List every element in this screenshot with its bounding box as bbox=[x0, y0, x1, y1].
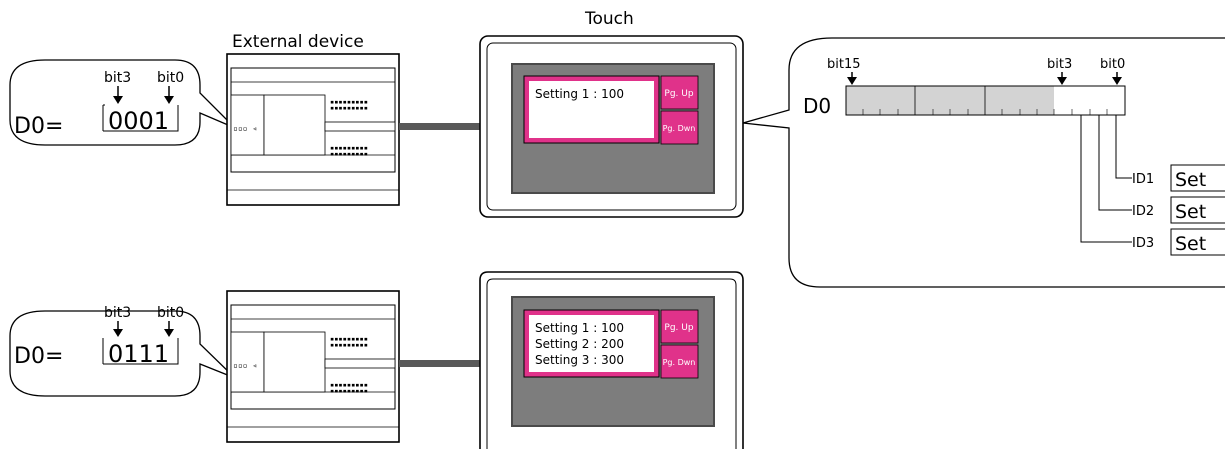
plc-device-top: ▫▫▫ ◃ ▪▪▪▪▪▪▪▪▪ ▪▪▪▪▪▪▪▪▪ ▪▪▪▪▪▪▪▪▪ ▪▪▪▪… bbox=[226, 53, 400, 206]
detail-register-label: D0 bbox=[803, 94, 831, 118]
page-down-button[interactable] bbox=[660, 110, 699, 145]
svg-text:▪▪▪▪▪▪▪▪▪: ▪▪▪▪▪▪▪▪▪ bbox=[330, 144, 368, 152]
detail-bit3-label: bit3 bbox=[1047, 57, 1072, 72]
id1-box bbox=[1170, 164, 1225, 192]
svg-text:▪▪▪▪▪▪▪▪▪: ▪▪▪▪▪▪▪▪▪ bbox=[330, 98, 368, 106]
id-connector-lines bbox=[1080, 115, 1132, 243]
svg-text:▪▪▪▪▪▪▪▪▪: ▪▪▪▪▪▪▪▪▪ bbox=[330, 381, 368, 389]
touch-panel-bottom: Setting 1 : 100 Setting 2 : 200 Setting … bbox=[479, 271, 744, 449]
id2-text: Set bbox=[1175, 201, 1206, 223]
bubble-bit3-arrow bbox=[113, 86, 123, 104]
bubble-value-box bbox=[102, 104, 179, 132]
connection-cable-bottom bbox=[399, 360, 482, 367]
bubble-register-label: D0= bbox=[14, 344, 63, 369]
bubble-value-box bbox=[102, 338, 179, 365]
connection-cable-top bbox=[399, 123, 482, 130]
page-down-button[interactable] bbox=[660, 344, 699, 379]
touch-label: Touch bbox=[584, 9, 634, 29]
page-up-button[interactable] bbox=[660, 75, 699, 110]
bubble-register-label: D0= bbox=[14, 114, 63, 139]
bubble-value: 0111 bbox=[108, 340, 169, 368]
detail-bit15-label: bit15 bbox=[827, 57, 861, 72]
id1-label: ID1 bbox=[1132, 172, 1154, 187]
page-down-label: Pg. Dwn bbox=[663, 124, 696, 133]
bubble-bit3-arrow bbox=[113, 321, 123, 337]
svg-text:▫▫▫ ◃: ▫▫▫ ◃ bbox=[233, 124, 257, 133]
external-device-label: External device bbox=[232, 32, 364, 52]
screen-line-1: Setting 1 : 100 bbox=[535, 87, 624, 101]
id3-box bbox=[1170, 228, 1225, 256]
svg-text:▪▪▪▪▪▪▪▪▪: ▪▪▪▪▪▪▪▪▪ bbox=[330, 387, 368, 395]
bubble-bit0-label: bit0 bbox=[157, 70, 184, 86]
register-bit-bar bbox=[845, 85, 1126, 116]
page-down-label: Pg. Dwn bbox=[663, 358, 696, 367]
bit3-arrow bbox=[1057, 72, 1067, 85]
page-up-label: Pg. Up bbox=[664, 323, 693, 333]
touch-panel-top: Setting 1 : 100 Pg. Up Pg. Dwn bbox=[479, 35, 744, 218]
id3-label: ID3 bbox=[1132, 236, 1154, 251]
detail-bit0-label: bit0 bbox=[1100, 57, 1125, 72]
id3-text: Set bbox=[1175, 233, 1206, 255]
svg-text:▪▪▪▪▪▪▪▪▪: ▪▪▪▪▪▪▪▪▪ bbox=[330, 335, 368, 343]
register-bubble-top: D0= bit3 bit0 0001 bbox=[9, 59, 236, 146]
bubble-bit0-arrow bbox=[164, 321, 174, 337]
screen-line-2: Setting 2 : 200 bbox=[535, 337, 624, 351]
plc-device-bottom: ▫▫▫ ◃ ▪▪▪▪▪▪▪▪▪ ▪▪▪▪▪▪▪▪▪ ▪▪▪▪▪▪▪▪▪ ▪▪▪▪… bbox=[226, 290, 400, 443]
bubble-value: 0001 bbox=[108, 107, 169, 135]
id2-label: ID2 bbox=[1132, 204, 1154, 219]
bit0-arrow bbox=[1112, 72, 1122, 85]
bubble-bit3-label: bit3 bbox=[104, 70, 131, 86]
register-bubble-bottom: D0= bit3 bit0 0111 bbox=[9, 305, 236, 397]
bubble-bit0-arrow bbox=[164, 86, 174, 104]
screen-line-3: Setting 3 : 300 bbox=[535, 353, 624, 367]
bubble-bit0-label: bit0 bbox=[157, 305, 184, 321]
screen-line-1: Setting 1 : 100 bbox=[535, 321, 624, 335]
page-up-label: Pg. Up bbox=[664, 89, 693, 99]
page-up-button[interactable] bbox=[660, 309, 699, 344]
svg-text:▪▪▪▪▪▪▪▪▪: ▪▪▪▪▪▪▪▪▪ bbox=[330, 341, 368, 349]
id2-box bbox=[1170, 196, 1225, 224]
svg-text:▪▪▪▪▪▪▪▪▪: ▪▪▪▪▪▪▪▪▪ bbox=[330, 104, 368, 112]
id1-text: Set bbox=[1175, 169, 1206, 191]
svg-text:▫▫▫ ◃: ▫▫▫ ◃ bbox=[233, 361, 257, 370]
register-detail-callout: D0 bit15 bit3 bit0 bbox=[742, 37, 1225, 288]
bubble-bit3-label: bit3 bbox=[104, 305, 131, 321]
svg-text:▪▪▪▪▪▪▪▪▪: ▪▪▪▪▪▪▪▪▪ bbox=[330, 150, 368, 158]
bit15-arrow bbox=[847, 72, 857, 85]
